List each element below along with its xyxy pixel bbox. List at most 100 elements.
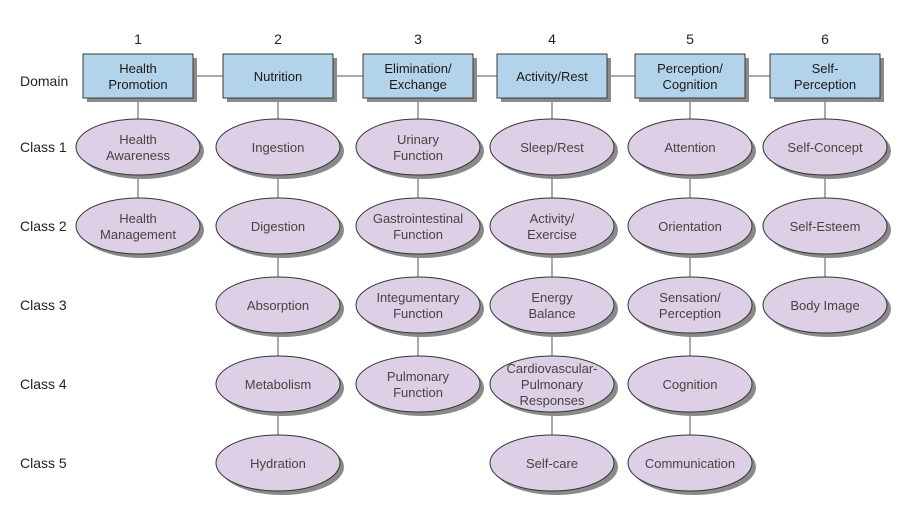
domain-title-5: Perception/Cognition <box>657 61 723 92</box>
class-label: Self-Concept <box>787 140 863 155</box>
class-ellipse <box>215 434 341 492</box>
class-label-line: Communication <box>645 456 735 471</box>
class-label-line: Hydration <box>250 456 306 471</box>
class-label-line: Perception <box>659 306 721 321</box>
class-ellipse <box>489 197 615 255</box>
class-ellipse <box>489 276 615 334</box>
class-label-line: Body Image <box>790 298 859 313</box>
class-label-line: Self-Esteem <box>790 219 861 234</box>
class-label: Activity/Exercise <box>527 211 577 242</box>
domain-row-label: Domain <box>20 73 68 89</box>
class-ellipse <box>627 118 753 176</box>
class-label-line: Gastrointestinal <box>373 211 463 226</box>
class-ellipse <box>75 118 201 176</box>
class-label-line: Function <box>393 385 443 400</box>
domain-title-4-line: Activity/Rest <box>516 69 588 84</box>
class-ellipse <box>215 276 341 334</box>
class-ellipse <box>627 197 753 255</box>
class-row-label-1: Class 1 <box>20 139 67 155</box>
class-label-line: Integumentary <box>376 290 460 305</box>
class-ellipse <box>627 276 753 334</box>
class-label-line: Sleep/Rest <box>520 140 584 155</box>
domain-title-3: Elimination/Exchange <box>384 61 452 92</box>
class-label-line: Management <box>100 227 176 242</box>
class-label-line: Attention <box>664 140 715 155</box>
class-label: Body Image <box>790 298 859 313</box>
class-ellipse <box>762 197 888 255</box>
class-label: Cognition <box>663 377 718 392</box>
class-row-label-2: Class 2 <box>20 218 67 234</box>
class-label: Communication <box>645 456 735 471</box>
class-label-line: Absorption <box>247 298 309 313</box>
class-label-line: Cognition <box>663 377 718 392</box>
class-label-line: Function <box>393 227 443 242</box>
domain-title-3-line: Elimination/ <box>384 61 452 76</box>
domain-box-3 <box>362 53 474 99</box>
class-label: Sensation/Perception <box>659 290 721 321</box>
class-ellipse <box>627 434 753 492</box>
class-label: Ingestion <box>252 140 305 155</box>
class-ellipse <box>489 355 615 413</box>
class-row-label-5: Class 5 <box>20 455 67 471</box>
class-label: Metabolism <box>245 377 311 392</box>
class-label-line: Cardiovascular- <box>506 361 597 376</box>
class-label: Absorption <box>247 298 309 313</box>
class-label-line: Health <box>119 132 157 147</box>
class-label-line: Metabolism <box>245 377 311 392</box>
row-labels: Domain Class 1 Class 2 Class 3 Class 4 C… <box>20 73 68 471</box>
class-label: Attention <box>664 140 715 155</box>
class-ellipse <box>627 355 753 413</box>
class-label-line: Responses <box>519 393 585 408</box>
class-ellipse <box>355 197 481 255</box>
class-label: Self-Esteem <box>790 219 861 234</box>
domain-box-1 <box>82 53 194 99</box>
domain-box-2 <box>222 53 334 99</box>
class-label-line: Urinary <box>397 132 439 147</box>
domain-title-5-line: Perception/ <box>657 61 723 76</box>
class-ellipse <box>215 197 341 255</box>
domain-title-3-line: Exchange <box>389 77 447 92</box>
domain-number-2: 2 <box>274 31 282 47</box>
class-label-line: Self-Concept <box>787 140 863 155</box>
class-label-line: Health <box>119 211 157 226</box>
class-ellipse <box>75 197 201 255</box>
class-ellipse <box>355 118 481 176</box>
class-label-line: Function <box>393 306 443 321</box>
class-ellipse <box>762 118 888 176</box>
domain-title-6-line: Perception <box>794 77 856 92</box>
class-ellipse <box>215 118 341 176</box>
class-label-line: Ingestion <box>252 140 305 155</box>
domain-title-2: Nutrition <box>254 69 302 84</box>
class-label-line: Pulmonary <box>521 377 584 392</box>
class-ellipse <box>489 434 615 492</box>
class-label-line: Activity/ <box>530 211 575 226</box>
domain-number-3: 3 <box>414 31 422 47</box>
domain-box-4 <box>496 53 608 99</box>
class-row-label-3: Class 3 <box>20 297 67 313</box>
class-label-line: Sensation/ <box>659 290 721 305</box>
class-ellipse <box>215 355 341 413</box>
class-row-label-4: Class 4 <box>20 376 67 392</box>
class-label-line: Digestion <box>251 219 305 234</box>
class-label-line: Function <box>393 148 443 163</box>
class-ellipse <box>355 355 481 413</box>
domain-title-1-line: Promotion <box>108 77 167 92</box>
domain-title-1-line: Health <box>119 61 157 76</box>
domain-title-5-line: Cognition <box>663 77 718 92</box>
class-label: Orientation <box>658 219 722 234</box>
domain-number-5: 5 <box>686 31 694 47</box>
domain-box-5 <box>634 53 746 99</box>
class-label-line: Self-care <box>526 456 578 471</box>
domain-title-2-line: Nutrition <box>254 69 302 84</box>
class-label: Digestion <box>251 219 305 234</box>
class-label-line: Balance <box>529 306 576 321</box>
class-ellipse <box>489 118 615 176</box>
